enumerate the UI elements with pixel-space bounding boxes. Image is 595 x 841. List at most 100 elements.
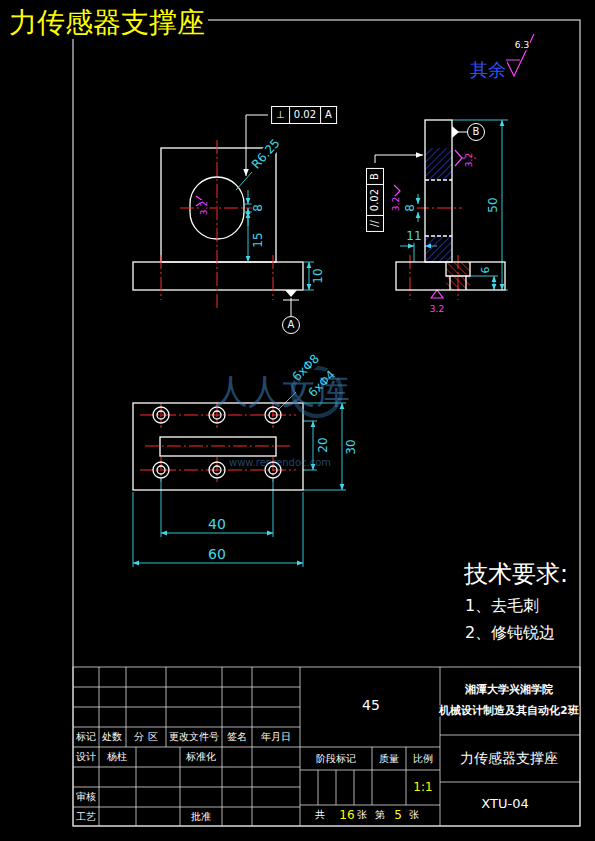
datum-triangle	[285, 126, 459, 297]
sheet-number: 5	[393, 809, 403, 822]
side-view	[396, 262, 505, 290]
table-cell: 设计	[75, 752, 97, 763]
dimension-line	[418, 194, 419, 204]
table-cell: 共	[314, 810, 326, 821]
roughness-value: 3.2	[429, 305, 445, 314]
dimension: 6	[480, 266, 492, 275]
roughness-symbol	[196, 34, 534, 298]
top-view	[213, 411, 221, 419]
dimension-line	[236, 172, 252, 190]
sheet-count: 16	[338, 809, 355, 822]
dimension: 11	[405, 230, 422, 243]
tolerance-cell: 0.02	[367, 184, 383, 215]
top-view	[133, 403, 303, 490]
roughness-symbol	[431, 290, 443, 298]
top-view	[157, 466, 165, 474]
dimension-line	[133, 478, 303, 567]
datum-triangle	[285, 290, 297, 297]
side-view	[425, 148, 452, 180]
table-cell: 分 区	[133, 732, 158, 743]
dimension: 10	[312, 267, 325, 284]
table-cell: 工艺	[75, 812, 97, 823]
roughness-value: 3.2	[465, 152, 474, 168]
note: 1、去毛刺	[464, 598, 540, 615]
dimension-line	[133, 563, 303, 564]
roughness-value: 3.2	[200, 200, 209, 216]
note: 2、修钝锐边	[464, 625, 556, 642]
table-cell: 审核	[75, 792, 97, 803]
table-cell: 签名	[226, 732, 248, 743]
side-view	[446, 262, 470, 290]
top-view	[157, 411, 165, 419]
school-name: 湘潭大学兴湘学院	[464, 684, 554, 696]
roughness-value: 6.3	[514, 41, 530, 50]
table-cell: 处数	[101, 732, 123, 743]
scale: 1:1	[412, 781, 433, 794]
title-block-grid	[440, 735, 580, 782]
dimension: 30	[345, 438, 358, 455]
class-name: 机械设计制造及其自动化2班	[438, 705, 579, 716]
datum-letter: A	[288, 320, 295, 330]
dimension-line	[309, 262, 310, 290]
dimension-line	[400, 246, 414, 247]
watermark: www.renrendoc.com	[229, 458, 331, 469]
drawing-frame	[73, 20, 580, 826]
top-view	[153, 462, 169, 478]
title-block-grid	[73, 687, 300, 807]
tolerance-frame: ⊥0.02A	[271, 106, 337, 124]
tolerance-cell: A	[321, 107, 336, 123]
roughness-symbol	[506, 34, 534, 76]
center-line	[140, 140, 462, 482]
dimension-line	[470, 276, 498, 277]
center-line	[140, 403, 296, 482]
table-cell: 杨柱	[106, 752, 128, 763]
datum-symbol: B	[467, 123, 485, 141]
title-block-grid	[300, 667, 440, 826]
top-view	[153, 407, 169, 423]
table-cell: 张	[408, 810, 420, 821]
top-view	[269, 411, 277, 419]
table-cell: 标记	[75, 732, 97, 743]
table-cell: 阶段标记	[315, 754, 357, 765]
side-view	[425, 180, 452, 236]
note: 其余	[469, 61, 507, 80]
watermark: 人人文库	[214, 374, 350, 410]
dimension-line	[418, 212, 419, 222]
table-cell: 第	[374, 810, 386, 821]
table-cell: 更改文件号	[168, 732, 220, 743]
drawing-number: XTU-04	[480, 797, 529, 811]
note-heading: 技术要求:	[463, 562, 569, 587]
dimension: 40	[207, 517, 227, 532]
datum-triangle	[452, 126, 459, 138]
side-view	[396, 120, 505, 290]
dimension-line	[161, 533, 273, 534]
drawing-frame	[73, 20, 580, 826]
table-cell: 批准	[190, 812, 212, 823]
tolerance-leader	[283, 298, 299, 316]
datum-symbol: A	[282, 316, 300, 334]
tolerance-leader	[246, 115, 467, 316]
part-name: 力传感器支撑座	[459, 751, 559, 766]
title-block-grid	[300, 747, 440, 805]
roughness-value: 3.2	[392, 196, 401, 212]
table-cell: 年月日	[260, 732, 292, 743]
dimension-line	[502, 120, 503, 290]
dimension: 8	[252, 203, 265, 213]
drawing-title: 力传感器支撑座	[6, 8, 208, 39]
top-view	[160, 437, 276, 456]
table-cell: 比例	[412, 754, 434, 765]
dimension: 15	[252, 231, 265, 248]
dimension-line	[248, 190, 249, 204]
tolerance-cell: 0.02	[290, 107, 321, 123]
dimension-line	[133, 120, 508, 567]
dimension: R6.25	[249, 136, 283, 172]
dimension: 20	[317, 436, 330, 453]
tolerance-cell: B	[367, 169, 383, 184]
dimension-line	[342, 403, 343, 490]
dimension-line	[248, 208, 249, 262]
title-block-grid	[99, 747, 252, 826]
dimension-line	[494, 276, 495, 290]
top-view	[213, 466, 221, 474]
table-cell: 标准化	[185, 752, 217, 763]
